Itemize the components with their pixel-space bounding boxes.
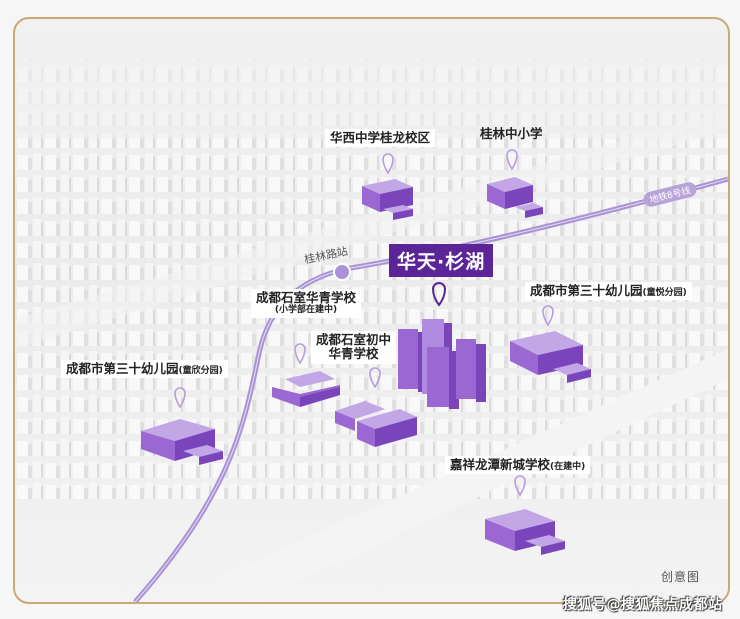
school-label[interactable]: 桂林中小学 <box>480 126 543 141</box>
school-building <box>362 179 413 220</box>
city-3d-map <box>15 59 728 602</box>
project-towers <box>398 319 486 409</box>
school-label[interactable]: 华西中学桂龙校区 <box>325 129 436 148</box>
watermark: 搜狐号@搜狐焦点成都站 <box>563 597 723 613</box>
school-label[interactable]: 成都石室华青学校(小学部在建中) <box>251 289 362 318</box>
map-frame: 桂林路站 地铁8号线 华天·杉湖 华西中学桂龙校区 桂林中小学 成都石室华青学校… <box>13 17 730 604</box>
school-label[interactable]: 成都石室初中华青学校 <box>311 331 397 364</box>
project-pin-icon <box>431 282 447 307</box>
school-label[interactable]: 成都市第三十幼儿园(童欣分园) <box>61 360 228 379</box>
metro-station-icon <box>333 263 351 281</box>
school-label[interactable]: 嘉祥龙潭新城学校(在建中) <box>445 456 591 475</box>
project-label[interactable]: 华天·杉湖 <box>389 244 494 277</box>
concept-note: 创意图 <box>661 570 701 584</box>
school-label[interactable]: 成都市第三十幼儿园(童悦分园) <box>525 282 692 301</box>
